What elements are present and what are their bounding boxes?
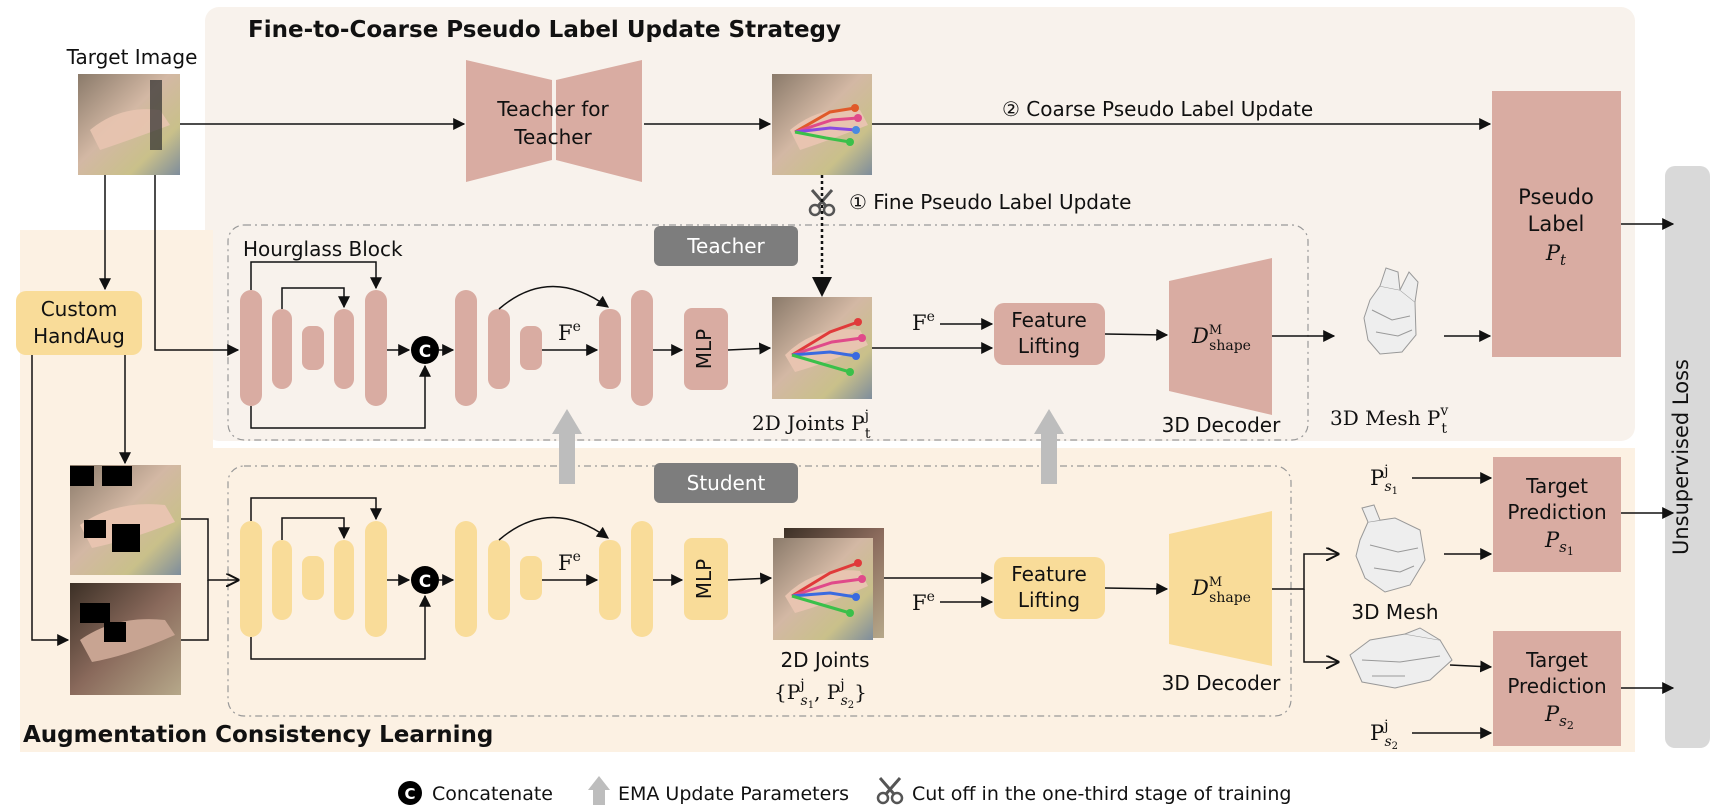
pseudo-label-box	[1492, 91, 1621, 357]
top-panel	[205, 7, 1635, 441]
teacher-mlp-box	[684, 308, 728, 390]
student-fe-input-label: Fe	[912, 589, 935, 615]
top-panel-title: Fine-to-Coarse Pseudo Label Update Strat…	[248, 17, 841, 43]
teacher-encoder	[455, 290, 653, 406]
custom-handaug-line1: Custom	[41, 297, 118, 321]
teacher-mlp-label: MLP	[692, 329, 716, 369]
student-joints-images	[773, 528, 884, 640]
student-encoder	[455, 521, 653, 637]
teacher-tag	[654, 226, 798, 266]
unsupervised-loss-bar	[1665, 166, 1710, 748]
connectors	[31, 118, 1675, 739]
student-mesh-1	[1355, 504, 1426, 593]
teacher-for-teacher-network	[466, 60, 642, 182]
target-prediction-1-line1: Target	[1525, 474, 1588, 498]
legend-ema-icon	[588, 776, 610, 805]
pseudo-label-line1: Pseudo	[1518, 185, 1594, 209]
teacher-branch-frame	[227, 224, 1309, 441]
teacher-joints-image	[772, 297, 872, 399]
teacher-fe-label: Fe	[558, 319, 581, 345]
coarse-prediction-image	[772, 74, 872, 175]
fine-update-label: ① Fine Pseudo Label Update	[849, 190, 1131, 214]
teacher-feature-lifting-box	[994, 303, 1105, 365]
augmented-image-1	[70, 465, 181, 575]
target-image-label: Target Image	[66, 45, 198, 69]
pseudo-label-line2: Label	[1528, 212, 1585, 236]
svg-text:C: C	[419, 342, 431, 362]
custom-handaug-box	[16, 291, 142, 355]
teacher-decoder-label: 3D Decoder	[1162, 413, 1281, 437]
student-feature-lifting-line1: Feature	[1011, 562, 1087, 586]
student-hourglass-block	[240, 521, 387, 637]
target-prediction-1-line2: Prediction	[1507, 500, 1606, 524]
student-decoder-label: 3D Decoder	[1162, 671, 1281, 695]
svg-text:C: C	[404, 785, 415, 803]
hourglass-block-label: Hourglass Block	[243, 237, 403, 261]
coarse-update-label: ② Coarse Pseudo Label Update	[1002, 97, 1313, 121]
target-prediction-2-symbol: Ps2	[1544, 702, 1574, 732]
legend-scissors-icon	[876, 777, 904, 805]
student-mlp-box	[684, 538, 728, 620]
target-prediction-1-box	[1493, 457, 1621, 572]
student-mesh-label: 3D Mesh	[1351, 600, 1438, 624]
teacher-feature-lifting-line1: Feature	[1011, 308, 1087, 332]
bottom-panel-title: Augmentation Consistency Learning	[23, 722, 493, 748]
student-tag	[654, 463, 798, 503]
student-joints-label-line1: 2D Joints	[780, 648, 869, 672]
ema-arrow-lifting	[1034, 409, 1064, 484]
student-mesh-2	[1349, 627, 1453, 689]
target-prediction-1-symbol: Ps1	[1544, 528, 1574, 558]
teacher-tag-label: Teacher	[686, 234, 765, 258]
student-3d-decoder	[1169, 511, 1272, 666]
student-tag-label: Student	[687, 471, 766, 495]
scissors-icon	[808, 189, 836, 217]
student-feature-lifting-box	[994, 557, 1105, 619]
legend-cut-label: Cut off in the one-third stage of traini…	[912, 783, 1291, 805]
student-mlp-label: MLP	[692, 559, 716, 599]
teacher-fe-input-label: Fe	[912, 309, 935, 335]
teacher-concat-node: C	[411, 336, 439, 364]
augmented-image-2	[70, 583, 181, 695]
teacher-mesh	[1363, 267, 1419, 355]
target-prediction-2-line1: Target	[1525, 648, 1588, 672]
legend-ema-label: EMA Update Parameters	[618, 783, 849, 805]
student-feature-lifting-line2: Lifting	[1018, 588, 1080, 612]
svg-text:C: C	[419, 572, 431, 592]
teacher-3d-decoder	[1169, 258, 1272, 415]
student-concat-node: C	[411, 566, 439, 594]
legend-concat-label: Concatenate	[432, 783, 553, 805]
pseudo-label-symbol: Pt	[1545, 241, 1567, 269]
teacher-hourglass-block	[240, 290, 387, 406]
ema-arrow-encoder	[552, 409, 582, 484]
target-prediction-2-line2: Prediction	[1507, 674, 1606, 698]
target-image	[78, 74, 180, 175]
custom-handaug-line2: HandAug	[33, 324, 125, 348]
teacher-for-teacher-label-line2: Teacher	[513, 125, 592, 149]
student-fe-label: Fe	[558, 549, 581, 575]
teacher-feature-lifting-line2: Lifting	[1018, 334, 1080, 358]
legend-concat-icon: C	[398, 781, 422, 805]
unsupervised-loss-label: Unsupervised Loss	[1669, 359, 1693, 555]
target-prediction-2-box	[1493, 631, 1621, 746]
teacher-for-teacher-label-line1: Teacher for	[496, 97, 609, 121]
